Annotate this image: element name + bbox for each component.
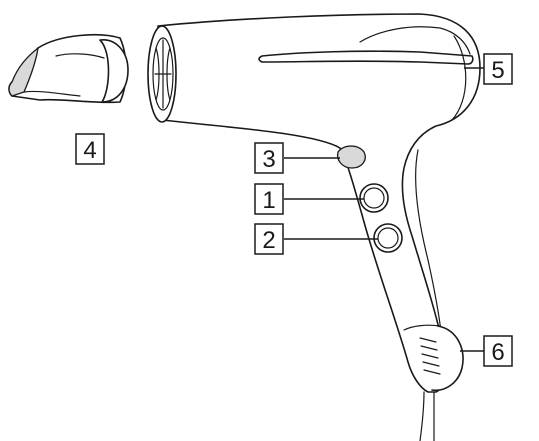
callout-6-label: 6 <box>491 339 504 366</box>
hanging-loop <box>419 325 464 392</box>
callout-3: 3 <box>254 142 284 174</box>
callout-leaders <box>284 67 484 352</box>
callout-4-label: 4 <box>83 137 96 164</box>
callout-2: 2 <box>254 223 284 255</box>
dryer-body <box>147 13 481 393</box>
callout-4: 4 <box>75 133 105 165</box>
callout-1: 1 <box>254 183 284 215</box>
power-cord <box>419 391 435 441</box>
callout-2-label: 2 <box>262 227 275 254</box>
heat-switch <box>359 183 389 213</box>
callout-5: 5 <box>483 53 513 85</box>
callout-5-label: 5 <box>491 57 504 84</box>
cool-shot-button <box>336 145 366 169</box>
callout-3-label: 3 <box>262 146 275 173</box>
callout-1-label: 1 <box>262 187 275 214</box>
speed-switch <box>373 223 403 253</box>
concentrator-nozzle <box>8 34 129 104</box>
callout-6: 6 <box>483 335 513 367</box>
